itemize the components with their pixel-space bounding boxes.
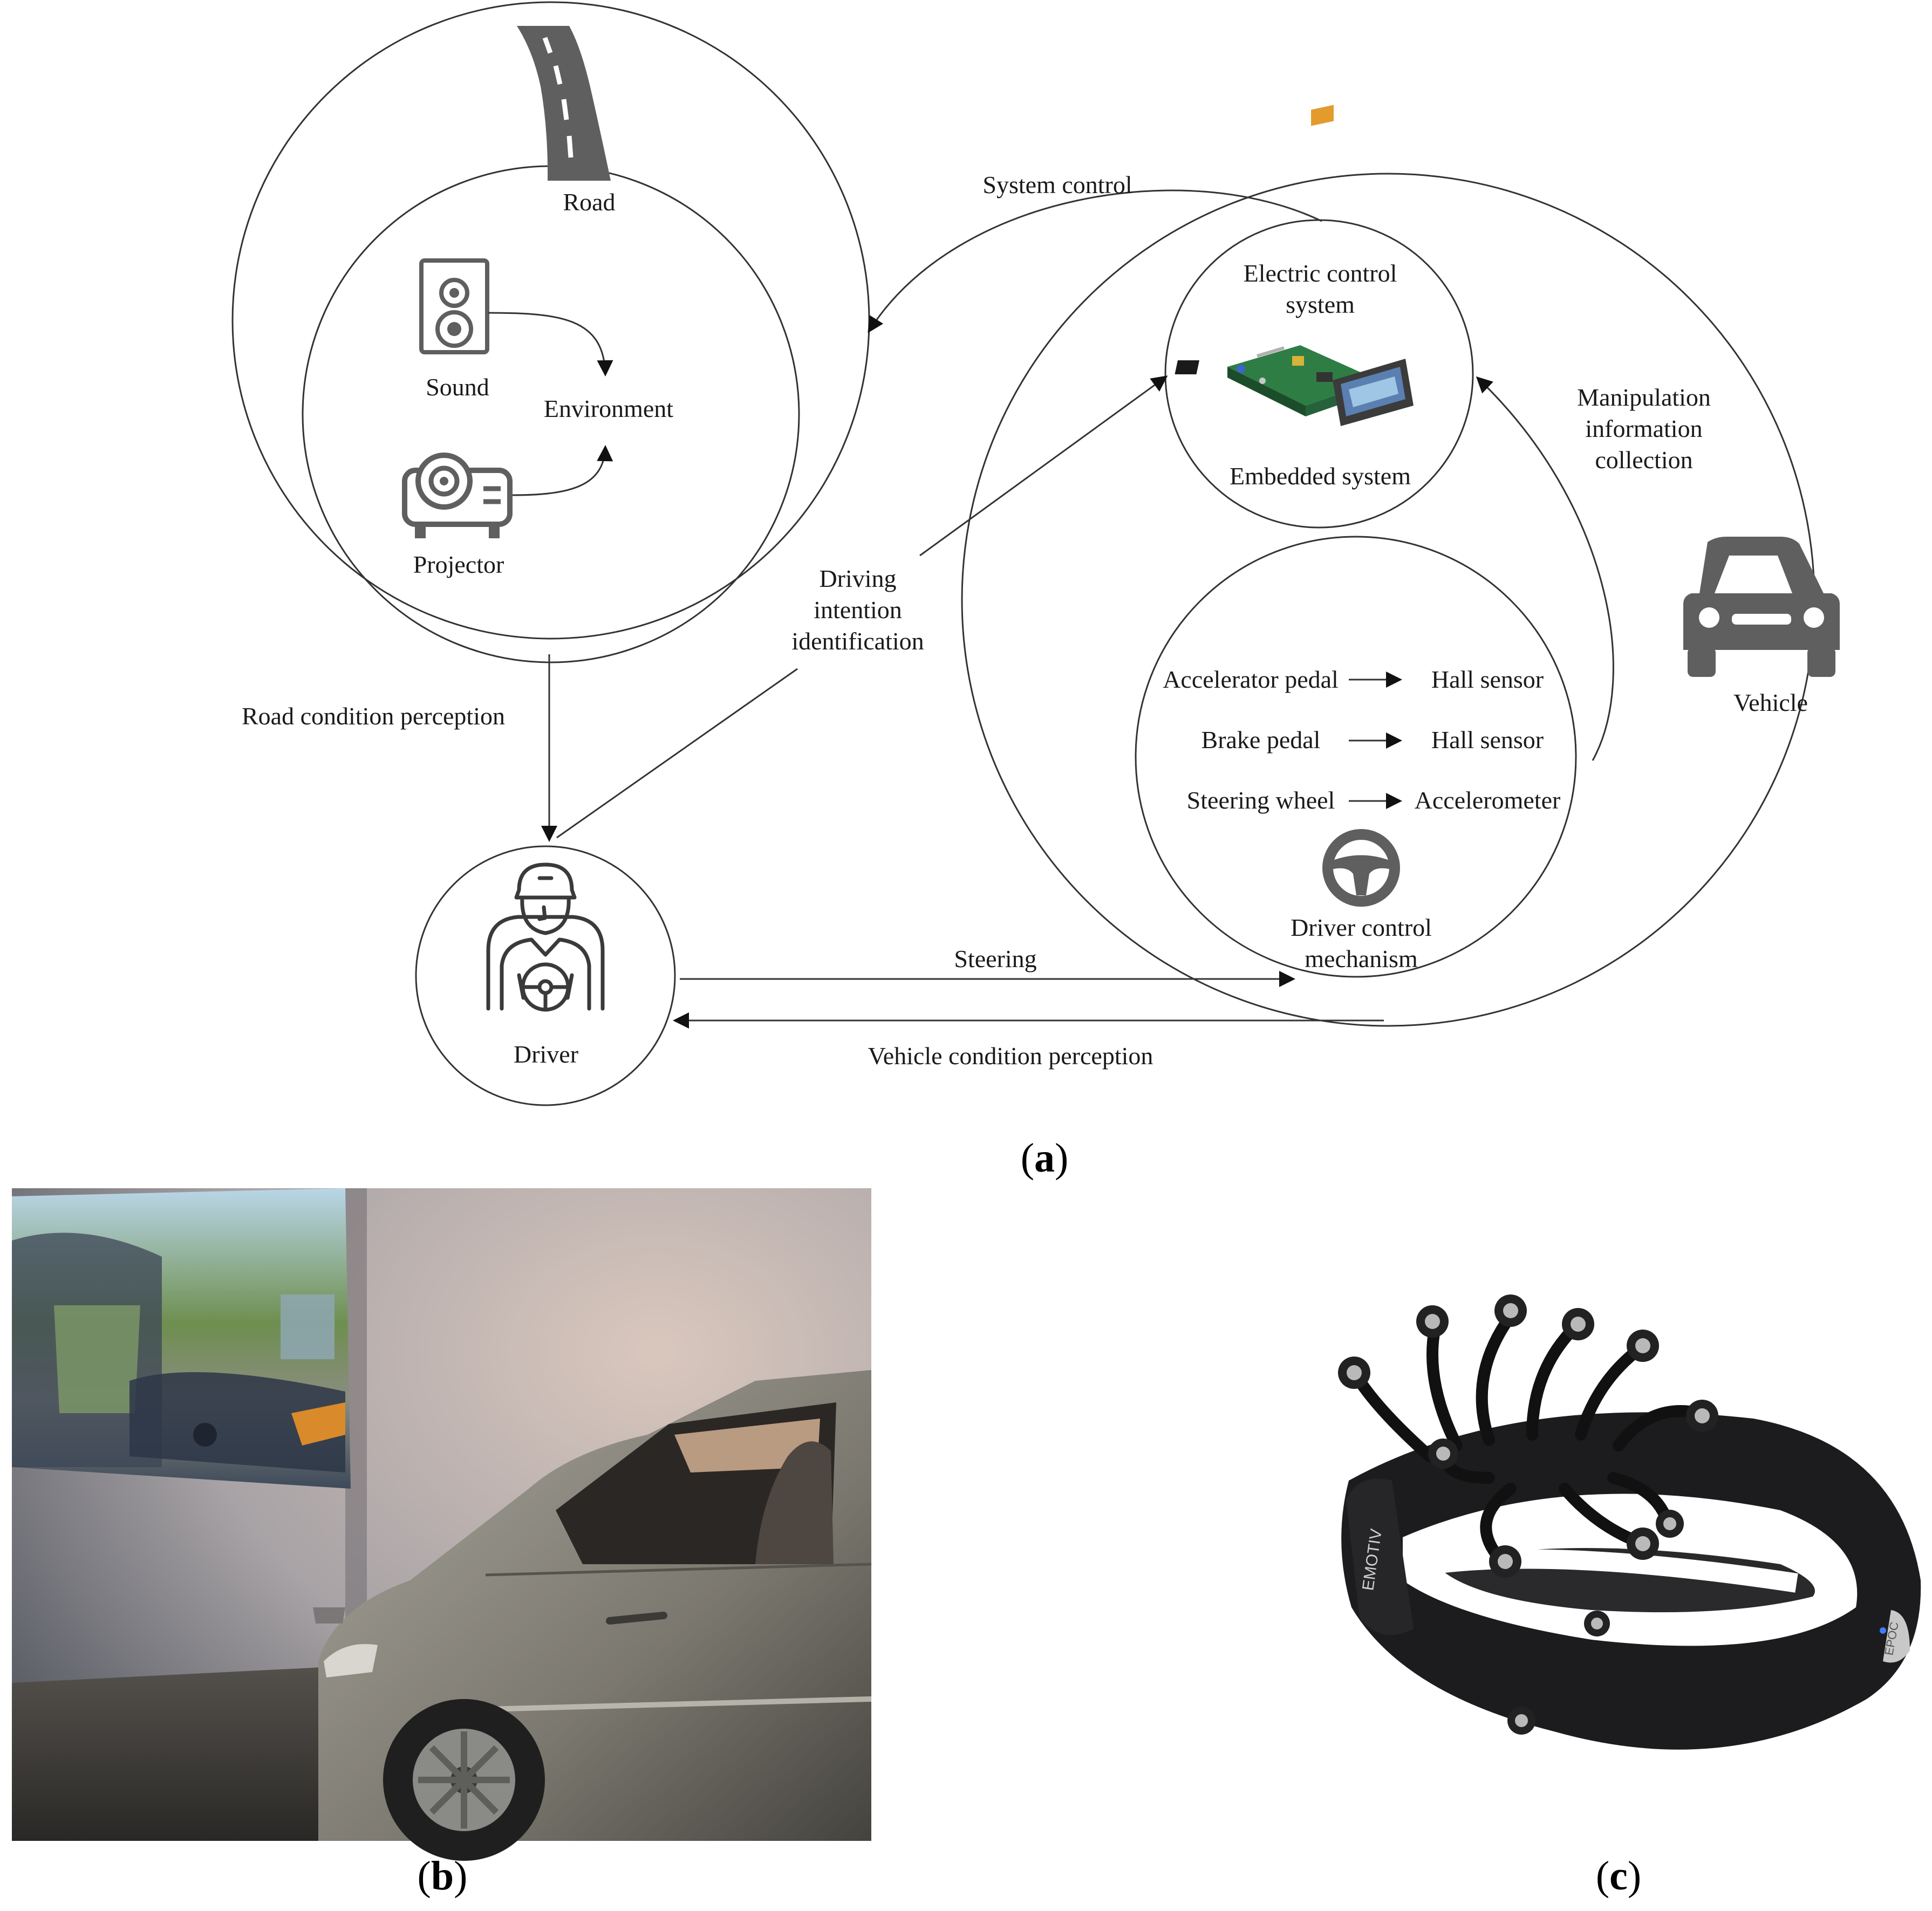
accelerometer-label: Accelerometer bbox=[1415, 786, 1561, 814]
hall-sensor-1-label: Hall sensor bbox=[1431, 666, 1544, 693]
steering-wheel-label: Steering wheel bbox=[1187, 786, 1335, 814]
manipulation-label-2: information bbox=[1585, 415, 1702, 442]
car-icon bbox=[1683, 537, 1840, 677]
driver-circle bbox=[415, 845, 676, 1106]
manipulation-arrow bbox=[1476, 376, 1614, 761]
system-control-label: System control bbox=[982, 171, 1132, 198]
driver-label: Driver bbox=[514, 1040, 578, 1068]
steering-wheel-icon bbox=[1322, 829, 1400, 907]
environment-label: Environment bbox=[544, 395, 673, 422]
driver-control-label-1: Driver control bbox=[1291, 914, 1432, 941]
driver-control-circle bbox=[1135, 536, 1577, 978]
circuit-board-icon bbox=[1175, 105, 1414, 426]
electric-control-label-2: system bbox=[1286, 291, 1355, 318]
vehicle-label: Vehicle bbox=[1733, 689, 1808, 716]
eeg-headset-photo: EMOTIV EPOC bbox=[1338, 1294, 1921, 1750]
eeg-sensors bbox=[1338, 1294, 1718, 1735]
road-icon bbox=[517, 26, 611, 181]
driving-intention-label-1: Driving bbox=[819, 565, 896, 592]
brake-pedal-label: Brake pedal bbox=[1201, 726, 1321, 754]
projector-to-environment-arrow bbox=[512, 445, 613, 496]
accelerator-pedal-label: Accelerator pedal bbox=[1163, 666, 1339, 693]
manipulation-label-3: collection bbox=[1595, 446, 1692, 474]
vehicle-condition-label: Vehicle condition perception bbox=[868, 1042, 1153, 1070]
caption-b: (b) bbox=[418, 1853, 468, 1899]
hall-sensor-2-label: Hall sensor bbox=[1431, 726, 1544, 754]
driving-intention-label-2: intention bbox=[814, 596, 902, 624]
system-diagram: Road Sound Environment Projector bbox=[231, 1, 1840, 1181]
manipulation-label-1: Manipulation bbox=[1577, 383, 1711, 411]
projector-icon bbox=[402, 453, 513, 538]
driving-intention-line-lower bbox=[556, 668, 798, 839]
caption-c: (c) bbox=[1596, 1853, 1641, 1899]
road-condition-label: Road condition perception bbox=[242, 702, 505, 730]
system-control-arrow bbox=[868, 189, 1322, 333]
speaker-icon bbox=[419, 258, 489, 354]
driver-control-label-2: mechanism bbox=[1305, 945, 1418, 972]
driving-intention-label-3: identification bbox=[791, 627, 924, 655]
sound-label: Sound bbox=[426, 373, 489, 401]
sound-to-environment-arrow bbox=[488, 312, 613, 376]
steering-label: Steering bbox=[954, 945, 1036, 972]
projector-label: Projector bbox=[413, 551, 504, 578]
driving-intention-arrow bbox=[919, 375, 1168, 557]
caption-a: (a) bbox=[1021, 1135, 1069, 1181]
road-label: Road bbox=[563, 188, 615, 216]
driving-simulator-photo bbox=[12, 1188, 872, 1861]
driver-icon bbox=[486, 862, 605, 1012]
embedded-system-label: Embedded system bbox=[1230, 462, 1411, 490]
electric-control-label-1: Electric control bbox=[1244, 259, 1397, 287]
